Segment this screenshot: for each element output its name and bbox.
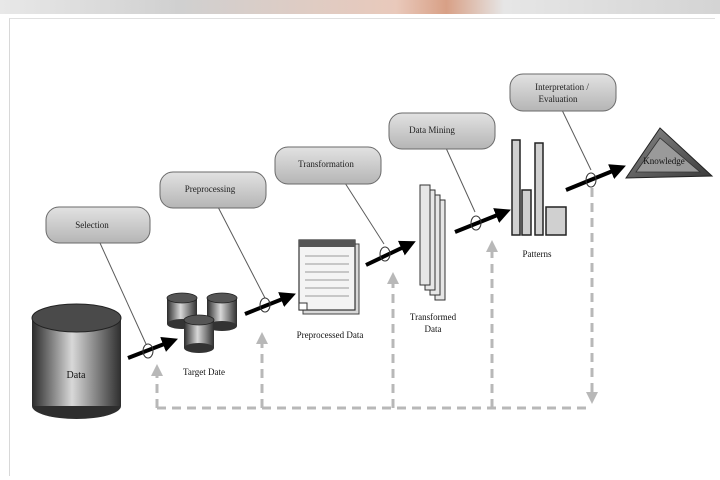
transformed-data-label-line2: Data xyxy=(425,324,442,334)
arrow-transformation xyxy=(365,240,416,267)
arrow-preprocessing xyxy=(244,292,296,316)
small-cylinder-3 xyxy=(183,314,215,353)
stage-label-preprocessing: Preprocessing xyxy=(185,184,236,194)
knowledge-pyramid: Knowledge xyxy=(625,127,714,179)
top-decorative-strip xyxy=(0,0,720,14)
patterns-bars: Patterns xyxy=(511,139,567,259)
transformed-data-stack: Transformed Data xyxy=(410,184,457,334)
stage-pill-preprocessing: Preprocessing xyxy=(159,171,267,209)
arrow-rings xyxy=(142,172,597,359)
knowledge-label: Knowledge xyxy=(643,156,685,166)
stage-label-data-mining: Data Mining xyxy=(409,125,455,135)
pill-connectors xyxy=(99,109,592,345)
transformed-data-label-line1: Transformed xyxy=(410,312,457,322)
stage-pill-interpretation: Interpretation / Evaluation xyxy=(509,73,617,112)
stage-label-interpretation-line2: Evaluation xyxy=(539,94,578,104)
diagram-frame xyxy=(9,18,715,476)
data-cylinder: Data xyxy=(31,303,122,419)
process-arrows xyxy=(127,164,626,360)
preprocessed-data-document: Preprocessed Data xyxy=(297,239,364,340)
arrow-data-mining xyxy=(454,208,511,234)
stage-pill-transformation: Transformation xyxy=(274,146,382,185)
data-label: Data xyxy=(67,370,86,381)
stage-pill-data-mining: Data Mining xyxy=(388,112,496,150)
feedback-loop xyxy=(151,188,598,410)
arrow-selection xyxy=(127,336,178,360)
stage-label-interpretation-line1: Interpretation / xyxy=(535,82,589,92)
stage-label-transformation: Transformation xyxy=(298,159,354,169)
target-data-label: Target Date xyxy=(183,367,225,377)
stage-pill-selection: Selection xyxy=(45,206,151,244)
arrow-interpretation xyxy=(565,164,626,192)
preprocessed-data-label: Preprocessed Data xyxy=(297,330,364,340)
target-data-cylinders: Target Date xyxy=(166,292,238,377)
patterns-label: Patterns xyxy=(523,249,552,259)
stage-label-selection: Selection xyxy=(75,220,109,230)
